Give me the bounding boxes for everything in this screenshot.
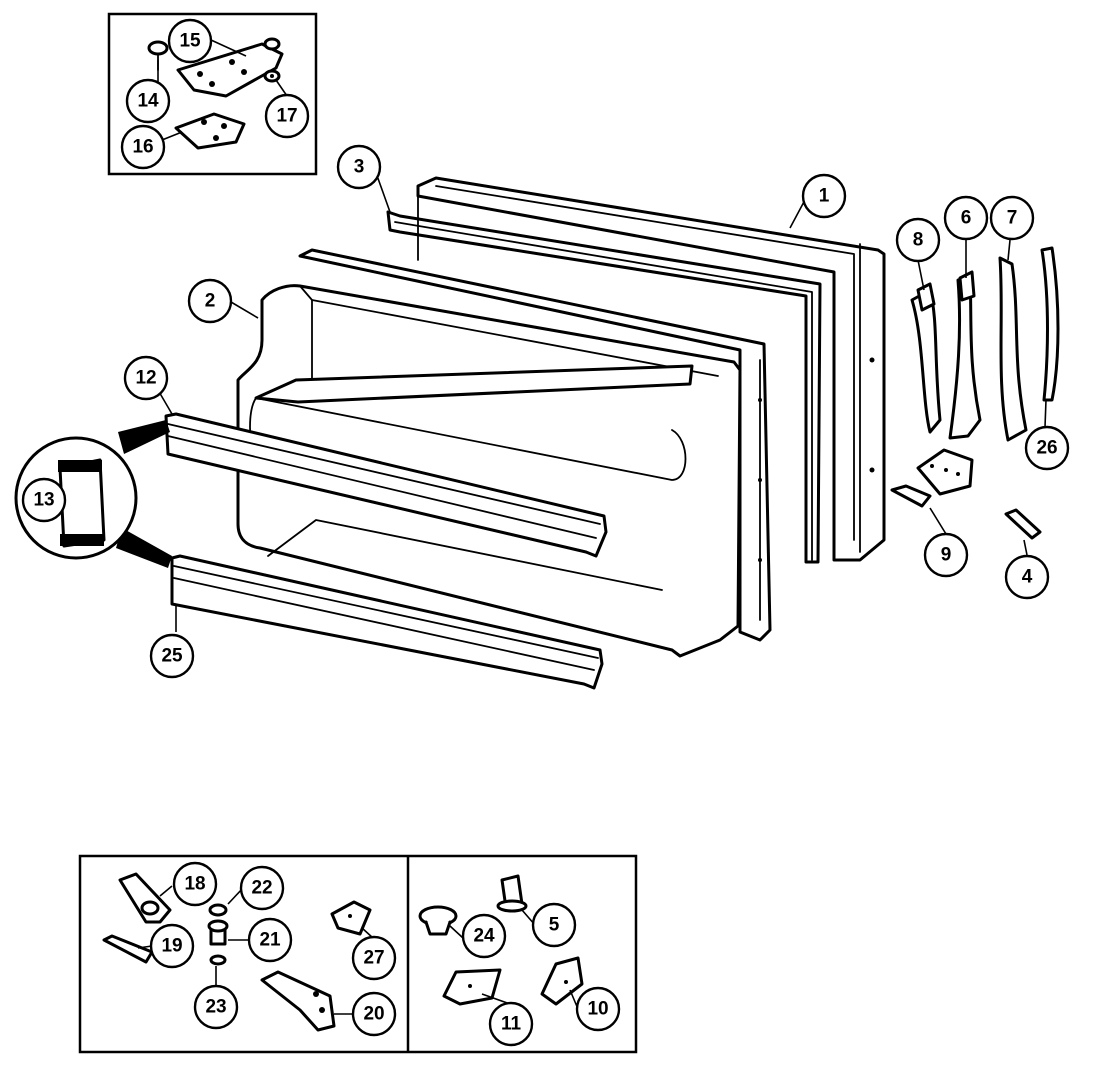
bottom-inset-frame [78, 854, 638, 1054]
left-shelf-support [442, 968, 502, 1006]
screw-plug [496, 874, 528, 913]
callout-21-label: 21 [259, 930, 281, 951]
callout-18-label: 18 [184, 874, 205, 895]
outer-door-panel [416, 176, 886, 562]
callout-12: 12 [123, 355, 169, 401]
callout-16: 16 [120, 124, 166, 170]
callout-24: 24 [461, 913, 507, 959]
callout-4: 4 [1004, 554, 1050, 600]
button-plug [418, 905, 458, 936]
callout-25: 25 [149, 633, 195, 679]
callout-21: 21 [247, 917, 293, 963]
hinge-shim [174, 112, 246, 150]
callout-12-label: 12 [135, 368, 156, 389]
hinge-stud [207, 903, 229, 966]
hinge-cover [102, 934, 154, 964]
callout-20-label: 20 [363, 1004, 384, 1025]
callout-2-label: 2 [205, 291, 216, 312]
door-liner [236, 248, 772, 658]
hinge-inset [107, 12, 318, 176]
callout-24-label: 24 [473, 926, 495, 947]
top-hinge-plate [176, 37, 284, 98]
callout-22: 22 [239, 865, 285, 911]
callout-14: 14 [125, 78, 171, 124]
callout-23: 23 [193, 984, 239, 1030]
callout-17: 17 [264, 93, 310, 139]
right-shelf-support [540, 956, 584, 1006]
callout-5: 5 [531, 902, 577, 948]
callout-19: 19 [149, 923, 195, 969]
door-shelf-rail [164, 412, 608, 558]
callout-14-label: 14 [137, 91, 159, 112]
callout-15-label: 15 [179, 31, 201, 52]
callout-18: 18 [172, 861, 218, 907]
callout-6-label: 6 [961, 208, 972, 229]
door-gasket [386, 210, 822, 564]
callout-25-label: 25 [161, 646, 183, 667]
callout-2: 2 [187, 278, 233, 324]
lower-hinge-bracket [118, 872, 172, 924]
callout-8: 8 [895, 217, 941, 263]
callout-1: 1 [801, 173, 847, 219]
callout-13: 13 [21, 477, 67, 523]
callout-26: 26 [1024, 425, 1070, 471]
callout-15: 15 [167, 18, 213, 64]
callout-8-label: 8 [913, 230, 924, 251]
callout-23-label: 23 [205, 997, 226, 1018]
rail-end-cap-detail [14, 420, 172, 568]
callout-9-label: 9 [941, 545, 952, 566]
callout-10: 10 [575, 986, 621, 1032]
callout-1-label: 1 [819, 186, 830, 207]
callout-10-label: 10 [587, 999, 608, 1020]
callout-5-label: 5 [549, 915, 560, 936]
callout-27: 27 [351, 935, 397, 981]
callout-20: 20 [351, 991, 397, 1037]
hinge-washer [263, 69, 281, 83]
callout-3: 3 [336, 144, 382, 190]
lower-shelf-rail [170, 554, 604, 690]
hinge-inset-frame [107, 12, 318, 176]
callout-22-label: 22 [251, 878, 272, 899]
callout-19-label: 19 [161, 936, 182, 957]
callout-4-label: 4 [1022, 567, 1033, 588]
callout-16-label: 16 [132, 137, 153, 158]
callout-7-label: 7 [1007, 208, 1018, 229]
handle-assembly [890, 246, 1060, 540]
callout-11-label: 11 [501, 1014, 522, 1035]
callout-17-label: 17 [276, 106, 297, 127]
callout-3-label: 3 [354, 157, 365, 178]
callout-6: 6 [943, 195, 989, 241]
callout-26-label: 26 [1036, 438, 1057, 459]
callout-13-label: 13 [33, 490, 54, 511]
hinge-plate-assembly [260, 970, 336, 1032]
callout-27-label: 27 [363, 948, 384, 969]
callout-9: 9 [923, 532, 969, 578]
door-stop-bracket [330, 900, 372, 936]
leader-lines [137, 39, 1047, 1015]
callout-7: 7 [989, 195, 1035, 241]
callout-11: 11 [488, 1001, 534, 1047]
